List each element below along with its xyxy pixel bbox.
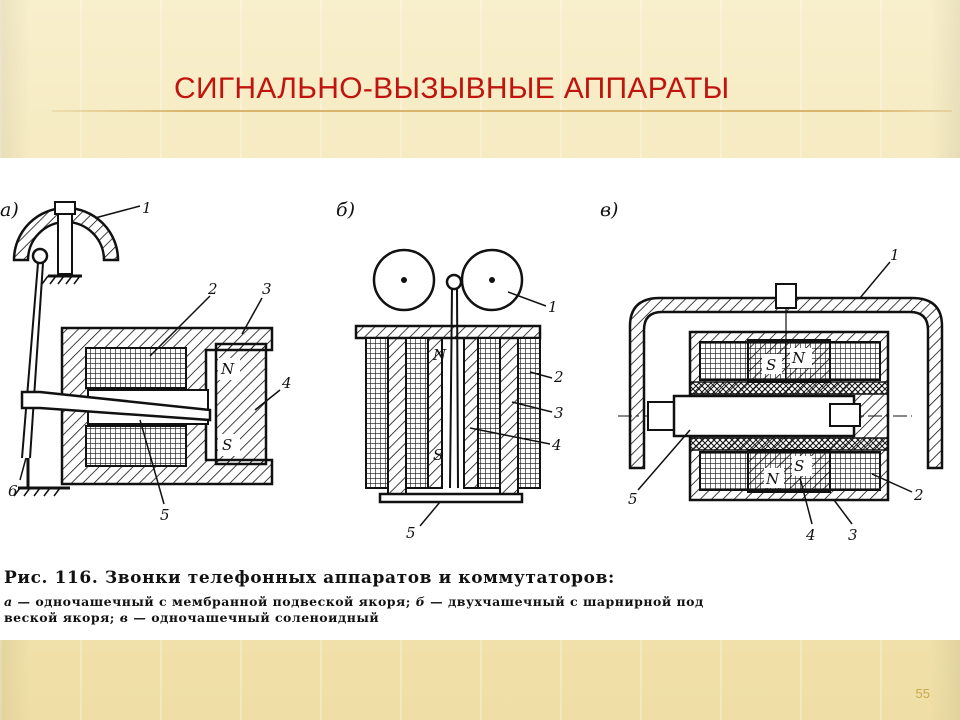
svg-text:1: 1 xyxy=(890,246,900,264)
hammer-ball xyxy=(31,247,49,265)
svg-text:N: N xyxy=(220,360,235,378)
diagram-b: б) 1 N S xyxy=(336,199,564,542)
figure-caption: Рис. 116. Звонки телефонных аппаратов и … xyxy=(4,568,954,626)
bell-cover xyxy=(628,296,944,470)
bell-diagrams: а) 1 N S xyxy=(0,199,944,544)
caption-main: Рис. 116. Звонки телефонных аппаратов и … xyxy=(4,568,615,588)
svg-text:S: S xyxy=(794,457,804,475)
svg-text:5: 5 xyxy=(406,524,416,542)
plunger xyxy=(672,394,856,438)
panel-c-letter: в) xyxy=(600,199,618,221)
svg-text:S: S xyxy=(222,436,232,454)
title-underline xyxy=(52,110,952,112)
diagram-a: а) 1 N S xyxy=(0,199,292,524)
svg-text:1: 1 xyxy=(142,199,152,217)
svg-text:2: 2 xyxy=(553,368,564,386)
svg-text:3: 3 xyxy=(262,280,272,298)
svg-text:4: 4 xyxy=(805,526,816,544)
svg-text:2: 2 xyxy=(913,486,924,504)
svg-text:4: 4 xyxy=(281,374,292,392)
page-number: 55 xyxy=(915,686,930,701)
armature-a xyxy=(20,390,212,422)
svg-text:3: 3 xyxy=(848,526,858,544)
svg-text:S: S xyxy=(433,446,443,464)
svg-text:S: S xyxy=(766,356,776,374)
bell-cup xyxy=(12,206,120,262)
panel-b-letter: б) xyxy=(336,199,355,221)
panel-a-letter: а) xyxy=(0,199,19,221)
svg-text:6: 6 xyxy=(8,482,18,500)
svg-text:N: N xyxy=(432,346,447,364)
caption-sub: а — одночашечный с мембранной подвеской … xyxy=(4,594,704,625)
svg-text:3: 3 xyxy=(554,404,564,422)
diagram-c: в) 1 S N N S xyxy=(600,199,944,544)
svg-text:N: N xyxy=(791,349,806,367)
svg-text:N: N xyxy=(765,470,780,488)
slide-title: СИГНАЛЬНО-ВЫЗЫВНЫЕ АППАРАТЫ xyxy=(174,72,730,105)
svg-text:2: 2 xyxy=(207,280,218,298)
svg-text:5: 5 xyxy=(160,506,170,524)
svg-text:4: 4 xyxy=(551,436,562,454)
svg-text:1: 1 xyxy=(548,298,558,316)
svg-text:5: 5 xyxy=(628,490,638,508)
figure-panel: а) 1 N S xyxy=(0,158,960,640)
